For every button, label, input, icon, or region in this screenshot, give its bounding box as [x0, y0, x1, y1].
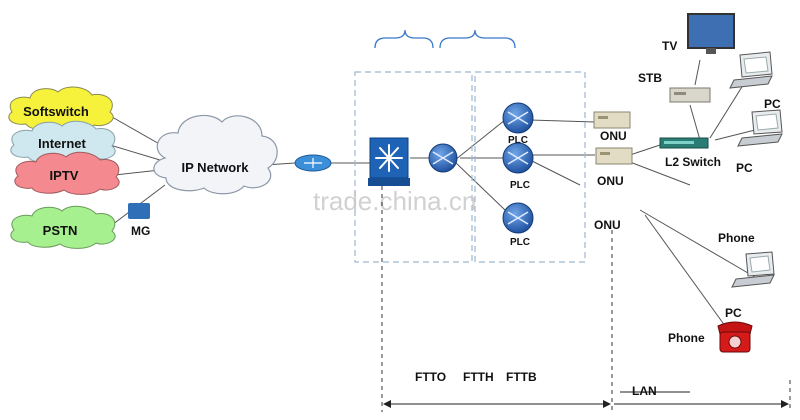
- l2-switch-label: L2 Switch: [665, 155, 721, 169]
- l2-switch-icon: L2 Switch: [659, 137, 721, 169]
- onu-top-label: ONU: [600, 129, 627, 143]
- plc-middle: PLC: [502, 142, 534, 191]
- pstn-label: PSTN: [43, 223, 78, 238]
- pc-label-bottom: PC: [725, 306, 742, 320]
- telephone-icon: [717, 321, 753, 353]
- onu-bottom-label: ONU: [594, 218, 621, 232]
- fttb-label: FTTB: [506, 370, 537, 384]
- lan-label: LAN: [632, 384, 657, 398]
- softswitch-cloud: Softswitch: [8, 86, 114, 131]
- ip-network-cloud: IP Network: [153, 114, 278, 195]
- tv-icon: TV: [662, 13, 735, 54]
- tv-label: TV: [662, 39, 677, 53]
- top-brackets: [374, 29, 516, 49]
- onu-middle: ONU: [595, 147, 633, 188]
- plc-middle-label: PLC: [510, 180, 530, 191]
- range-arrows: [383, 391, 789, 408]
- plc-bottom-label: PLC: [510, 237, 530, 248]
- ip-network-label: IP Network: [182, 160, 250, 175]
- uplink-lines: [104, 59, 761, 331]
- mg-device: MG: [128, 203, 150, 238]
- phone-label-bottom: Phone: [668, 331, 705, 345]
- splitter-icon: [428, 143, 458, 173]
- plc-bottom: PLC: [502, 202, 534, 248]
- stb-icon: STB: [638, 71, 711, 103]
- stb-label: STB: [638, 71, 662, 85]
- pstn-cloud: PSTN: [10, 205, 116, 249]
- softswitch-label: Softswitch: [23, 104, 89, 119]
- iptv-cloud: IPTV: [14, 151, 120, 195]
- internet-label: Internet: [38, 136, 86, 151]
- pc-label-top: PC: [764, 97, 781, 111]
- olt-plc-frames: [354, 71, 586, 263]
- onu-middle-label: ONU: [597, 174, 624, 188]
- watermark-text: trade.china.cn: [313, 186, 476, 216]
- ftth-label: FTTH: [463, 370, 494, 384]
- router-icon: [294, 154, 332, 172]
- plc-top: PLC: [502, 102, 534, 146]
- internet-cloud: Internet: [10, 120, 116, 164]
- olt-switch-icon: [368, 137, 410, 186]
- phone-label-top: Phone: [718, 231, 755, 245]
- laptop-top: [729, 51, 773, 89]
- laptop-middle: [737, 109, 783, 147]
- ftto-label: FTTO: [415, 370, 446, 384]
- plc-top-label: PLC: [508, 135, 528, 146]
- pc-label-middle: PC: [736, 161, 753, 175]
- segment-guides: [381, 186, 791, 412]
- mg-label: MG: [131, 224, 150, 238]
- laptop-bottom: [731, 251, 775, 288]
- iptv-label: IPTV: [50, 168, 79, 183]
- onu-top: ONU: [593, 111, 631, 143]
